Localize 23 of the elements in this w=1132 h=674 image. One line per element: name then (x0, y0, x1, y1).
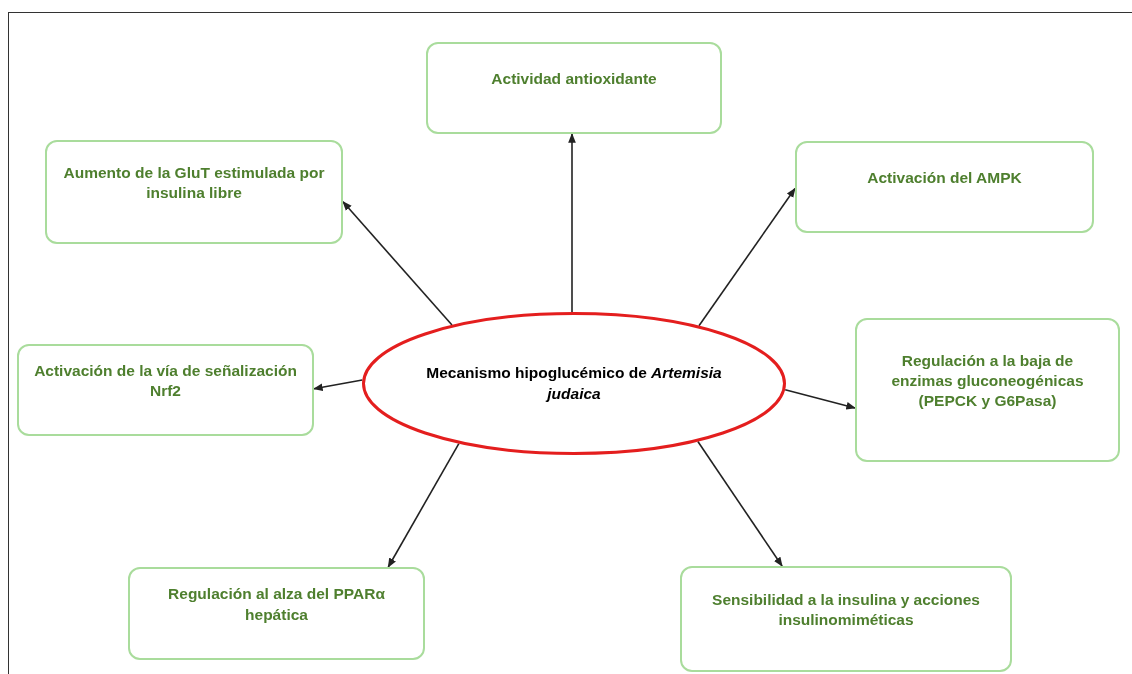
arrow (342, 201, 453, 326)
effect-box (45, 140, 343, 244)
effect-box (680, 566, 1012, 672)
arrow (313, 379, 364, 391)
effect-box (17, 344, 314, 436)
box-label: Regulación al alza del PPARα hepática (167, 584, 386, 625)
arrow (568, 133, 576, 313)
arrow (697, 440, 783, 567)
box-label: Sensibilidad a la insulina y acciones insulinomiméticas (711, 589, 981, 630)
arrow (387, 442, 460, 568)
box-label: Actividad antioxidante (491, 68, 657, 89)
effect-box (128, 567, 425, 660)
effect-box (426, 42, 722, 134)
arrow (698, 187, 796, 327)
center-label: Mecanismo hipoglucémico de Artemisia judaica (425, 363, 723, 404)
effect-box (795, 141, 1094, 233)
arrow (784, 389, 856, 410)
mechanism-ellipse (362, 312, 786, 455)
effect-box (855, 318, 1120, 462)
box-label: Activación de la vía de señalización Nrf2 (33, 360, 298, 401)
box-label: Aumento de la GluT estimulada por insulina libre (62, 162, 326, 203)
box-label: Activación del AMPK (867, 167, 1022, 188)
box-label: Regulación a la baja de enzimas gluconeogénicas (PEPCK y G6Pasa) (890, 350, 1085, 412)
